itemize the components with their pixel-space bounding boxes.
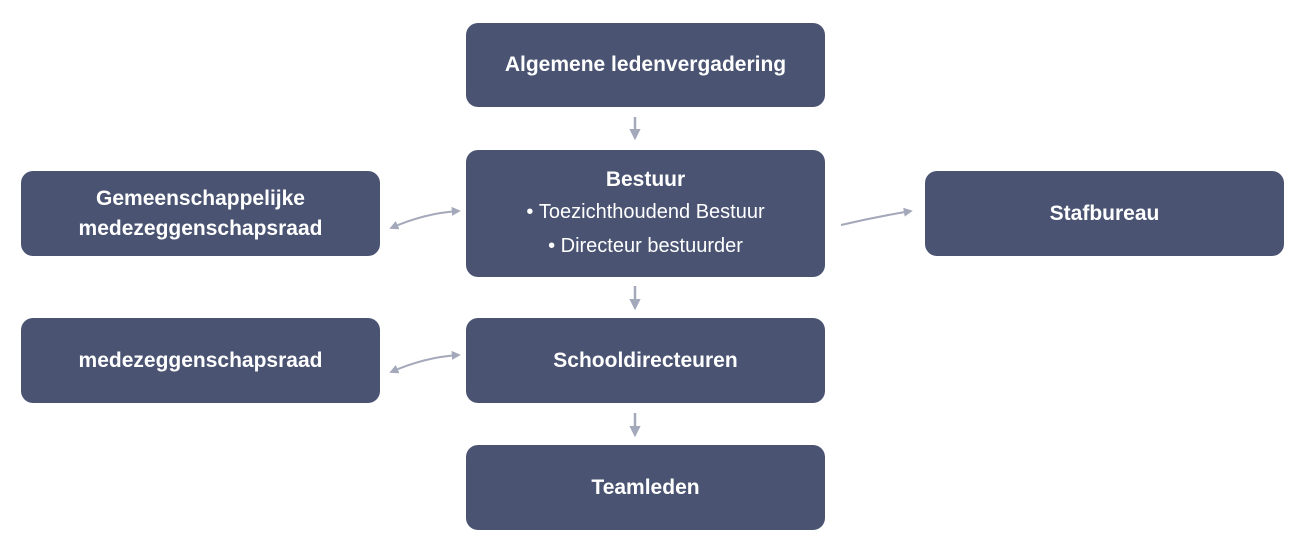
node-label: Bestuur [605,168,686,191]
node-schooldirecteuren: Schooldirecteuren [466,318,825,403]
node-label: Algemene ledenvergadering [504,53,787,76]
node-label: Stafbureau [1049,201,1160,225]
bestuur-item-toezichthoudend: Toezichthoudend Bestuur [526,195,765,230]
bestuur-item-directeur: Directeur bestuurder [548,230,743,262]
node-stafbureau: Stafbureau [925,171,1284,256]
node-label: medezeggenschapsraad [78,348,323,372]
node-label-line-1: Gemeenschappelijke [96,186,305,210]
arrow-bestuur-to-stafbureau [840,207,913,226]
node-gemeenschappelijke-medezeggenschapsraad: Gemeenschappelijke medezeggenschapsraad [21,171,380,256]
node-label: Teamleden [591,475,700,499]
node-bestuur: Bestuur Toezichthoudend Bestuur Directeu… [466,150,825,277]
node-medezeggenschapsraad: medezeggenschapsraad [21,318,380,403]
node-label-line-2: medezeggenschapsraad [78,216,323,240]
node-teamleden: Teamleden [466,445,825,530]
node-label: Schooldirecteuren [553,348,738,372]
node-algemene-ledenvergadering: Algemene ledenvergadering [466,23,825,107]
arrow-gmr-bestuur [389,206,461,230]
arrow-mr-schooldirecteuren [389,350,461,374]
